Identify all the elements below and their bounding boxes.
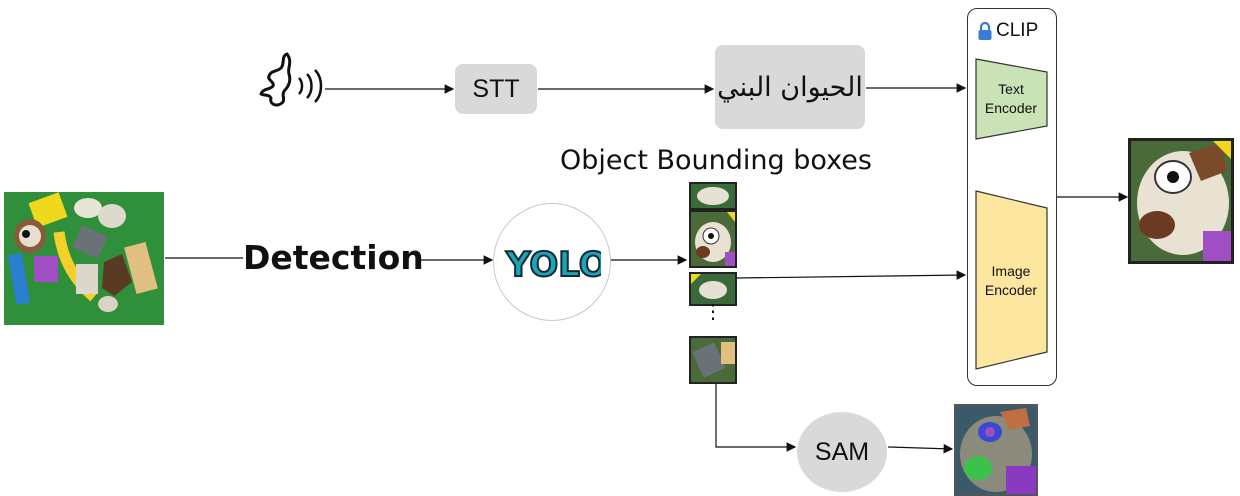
crop-thumbnail — [689, 272, 737, 306]
yolo-logo-text: YOLO — [505, 245, 601, 285]
bounding-boxes-title: Object Bounding boxes — [560, 145, 872, 176]
segmentation-mask-image — [954, 404, 1038, 496]
transcribed-text: الحيوان البني — [717, 71, 863, 103]
clip-title: CLIP — [977, 20, 1038, 42]
yolo-logo-icon: YOLO — [504, 244, 601, 286]
sam-label: SAM — [814, 437, 870, 466]
crop-thumbnail-owl — [689, 210, 737, 268]
image-encoder-shape — [975, 190, 1048, 370]
yolo-node: YOLO — [493, 203, 611, 321]
transcribed-text-box: الحيوان البني — [715, 45, 865, 129]
arrow-sam-to-mask — [887, 443, 954, 454]
detection-label: Detection — [243, 238, 424, 277]
input-scene-image — [4, 192, 164, 325]
arrow-crop-to-image-encoder — [736, 270, 967, 280]
lock-icon — [978, 21, 992, 40]
clip-label: CLIP — [996, 20, 1039, 41]
crop-thumbnail — [689, 336, 737, 384]
more-crops-ellipsis: ⋮ — [703, 301, 723, 323]
output-matched-image — [1128, 138, 1234, 264]
speaking-head-icon — [259, 52, 323, 107]
stt-label: STT — [472, 74, 520, 103]
crop-thumbnail — [689, 182, 737, 210]
text-encoder-shape — [975, 58, 1048, 140]
stt-box: STT — [455, 64, 537, 114]
arrow-crop-to-sam — [715, 383, 797, 452]
image-encoder-label: Image Encoder — [984, 263, 1038, 298]
text-encoder-label: Text Encoder — [984, 81, 1038, 116]
sam-node: SAM — [797, 412, 887, 492]
